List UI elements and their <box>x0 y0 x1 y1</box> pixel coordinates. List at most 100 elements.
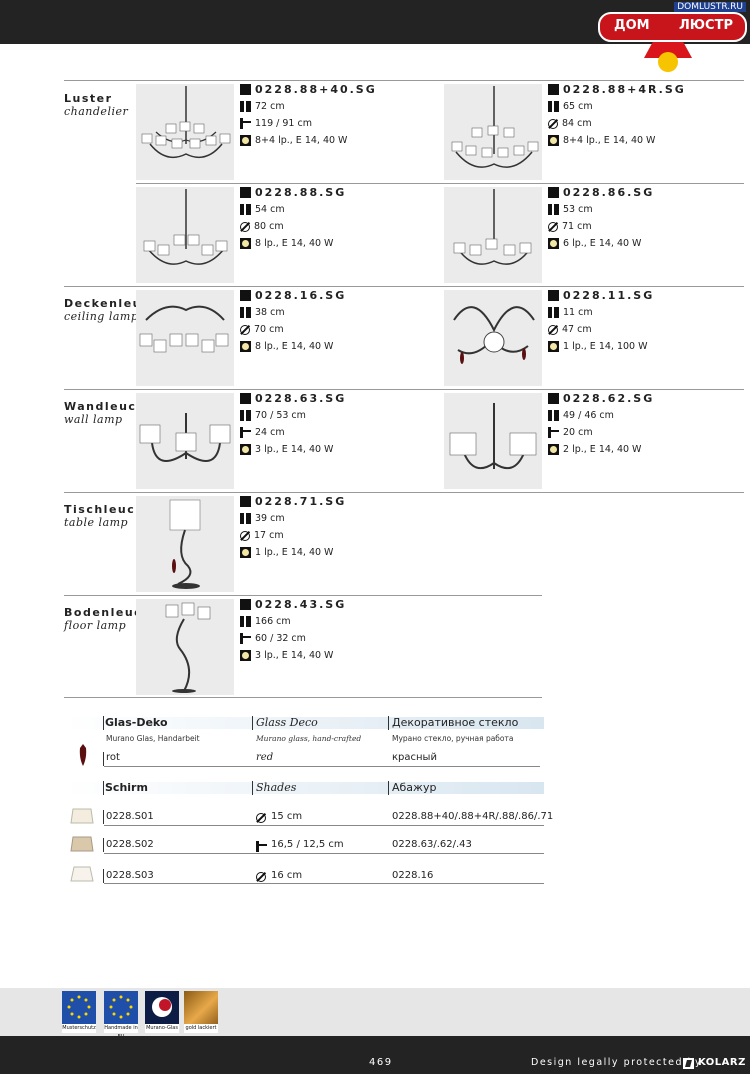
product-dim2: 70 cm <box>254 324 284 335</box>
kolarz-logo-icon <box>683 1058 694 1069</box>
category-en: table lamp <box>64 516 129 529</box>
product-photo-floor-3[interactable] <box>136 599 234 695</box>
product-0228-63-sg: 0228.63.SG 70 / 53 cm 24 cm 3 lp., E 14,… <box>240 390 346 458</box>
product-photo-ceiling-1[interactable] <box>444 290 542 386</box>
product-square-icon <box>548 187 559 198</box>
row-divider <box>104 853 544 854</box>
glass-drop-icon <box>79 744 87 766</box>
column-marker <box>252 716 253 730</box>
product-0228-88-sg: 0228.88.SG 54 cm 80 cm 8 lp., E 14, 40 W <box>240 184 346 252</box>
height-icon <box>548 101 559 112</box>
width-icon <box>256 841 267 852</box>
murano-glas-badge: Murano-Glas <box>145 991 179 1033</box>
column-marker <box>388 781 389 795</box>
glass-sub-de: Murano Glas, Handarbeit <box>106 734 200 743</box>
column-marker <box>103 752 104 766</box>
height-icon <box>240 410 251 421</box>
product-photo-chandelier-12r[interactable] <box>444 84 542 180</box>
shade-size: 16,5 / 12,5 cm <box>271 839 344 850</box>
product-photo-chandelier-8[interactable] <box>136 187 234 283</box>
product-code: 0228.43.SG <box>255 598 347 611</box>
logo-left-text: ДОМ <box>614 18 650 33</box>
product-bulbs: 1 lp., E 14, 100 W <box>563 341 648 352</box>
product-bulbs: 8 lp., E 14, 40 W <box>255 341 334 352</box>
product-height: 54 cm <box>255 204 285 215</box>
product-height: 65 cm <box>563 101 593 112</box>
product-code: 0228.11.SG <box>563 289 655 302</box>
product-square-icon <box>548 393 559 404</box>
width-icon <box>240 427 251 438</box>
height-icon <box>240 513 251 524</box>
category-table: Tischleuchte table lamp <box>64 503 160 529</box>
lamp-bulb-icon <box>658 52 678 72</box>
bulb-icon <box>548 238 559 249</box>
product-square-icon <box>240 187 251 198</box>
row-divider <box>104 883 544 884</box>
product-height: 166 cm <box>255 616 291 627</box>
height-icon <box>548 307 559 318</box>
bulb-icon <box>240 650 251 661</box>
product-square-icon <box>240 393 251 404</box>
shade-s01-icon <box>70 808 94 824</box>
product-photo-chandelier-6[interactable] <box>444 187 542 283</box>
musterschutz-badge: Musterschutz <box>62 991 96 1033</box>
product-photo-ceiling-8[interactable] <box>136 290 234 386</box>
product-dim2: 20 cm <box>563 427 593 438</box>
product-height: 53 cm <box>563 204 593 215</box>
bulb-icon <box>240 238 251 249</box>
row-divider <box>104 825 544 826</box>
handmade-eu-badge: Handmade in EU <box>104 991 138 1040</box>
product-dim2: 60 / 32 cm <box>255 633 306 644</box>
row-divider <box>104 766 540 767</box>
product-0228-62-sg: 0228.62.SG 49 / 46 cm 20 cm 2 lp., E 14,… <box>548 390 654 458</box>
shade-size: 15 cm <box>271 811 303 822</box>
product-photo-table-1[interactable] <box>136 496 234 592</box>
category-de: Luster <box>64 92 113 105</box>
domlustr-logo[interactable]: ДОМ ЛЮСТР DOMLUSTR.RU <box>594 0 750 76</box>
product-code: 0228.71.SG <box>255 495 347 508</box>
product-height: 11 cm <box>563 307 593 318</box>
diameter-icon <box>548 118 558 129</box>
height-icon <box>548 204 559 215</box>
shade-s03-icon <box>70 866 94 882</box>
product-dim2: 80 cm <box>254 221 284 232</box>
glass-swirl-icon <box>152 997 172 1017</box>
product-code: 0228.16.SG <box>255 289 347 302</box>
product-height: 72 cm <box>255 101 285 112</box>
diameter-icon <box>240 221 250 232</box>
column-marker <box>103 781 104 795</box>
product-height: 39 cm <box>255 513 285 524</box>
product-photo-wall-3[interactable] <box>136 393 234 489</box>
column-marker <box>103 838 104 852</box>
product-bulbs: 1 lp., E 14, 40 W <box>255 547 334 558</box>
product-dim2: 47 cm <box>562 324 592 335</box>
logo-site-text: DOMLUSTR.RU <box>674 2 746 12</box>
shade-fits: 0228.63/.62/.43 <box>392 839 472 850</box>
badge-label: Handmade in EU <box>104 1024 138 1040</box>
diameter-icon <box>256 872 266 882</box>
brand-name[interactable]: KOLARZ <box>698 1057 746 1068</box>
shades-head-de: Schirm <box>105 781 148 794</box>
shade-fits: 0228.88+40/.88+4R/.88/.86/.71 <box>392 811 554 822</box>
section-divider <box>64 492 744 493</box>
gold-lackiert-badge: gold lackiert <box>184 991 218 1033</box>
glass-value-en: red <box>256 752 274 763</box>
width-icon <box>548 427 559 438</box>
product-0228-86-sg: 0228.86.SG 53 cm 71 cm 6 lp., E 14, 40 W <box>548 184 654 252</box>
product-photo-chandelier-12[interactable] <box>136 84 234 180</box>
bulb-icon <box>548 444 559 455</box>
badge-label: gold lackiert <box>184 1024 218 1033</box>
product-0228-43-sg: 0228.43.SG 166 cm 60 / 32 cm 3 lp., E 14… <box>240 596 346 664</box>
shade-code: 0228.S01 <box>106 811 154 822</box>
shades-head-ru: Абажур <box>392 781 437 794</box>
category-en: wall lamp <box>64 413 123 426</box>
diameter-icon <box>240 324 250 335</box>
product-bulbs: 8+4 lp., E 14, 40 W <box>255 135 348 146</box>
bulb-icon <box>240 341 251 352</box>
shade-s02-icon <box>70 836 94 852</box>
page-number: 469 <box>369 1057 393 1068</box>
logo-right-text: ЛЮСТР <box>679 18 733 33</box>
product-0228-88-40-sg: 0228.88+40.SG 72 cm 119 / 91 cm 8+4 lp.,… <box>240 81 377 149</box>
product-code: 0228.86.SG <box>563 186 655 199</box>
product-photo-wall-2[interactable] <box>444 393 542 489</box>
